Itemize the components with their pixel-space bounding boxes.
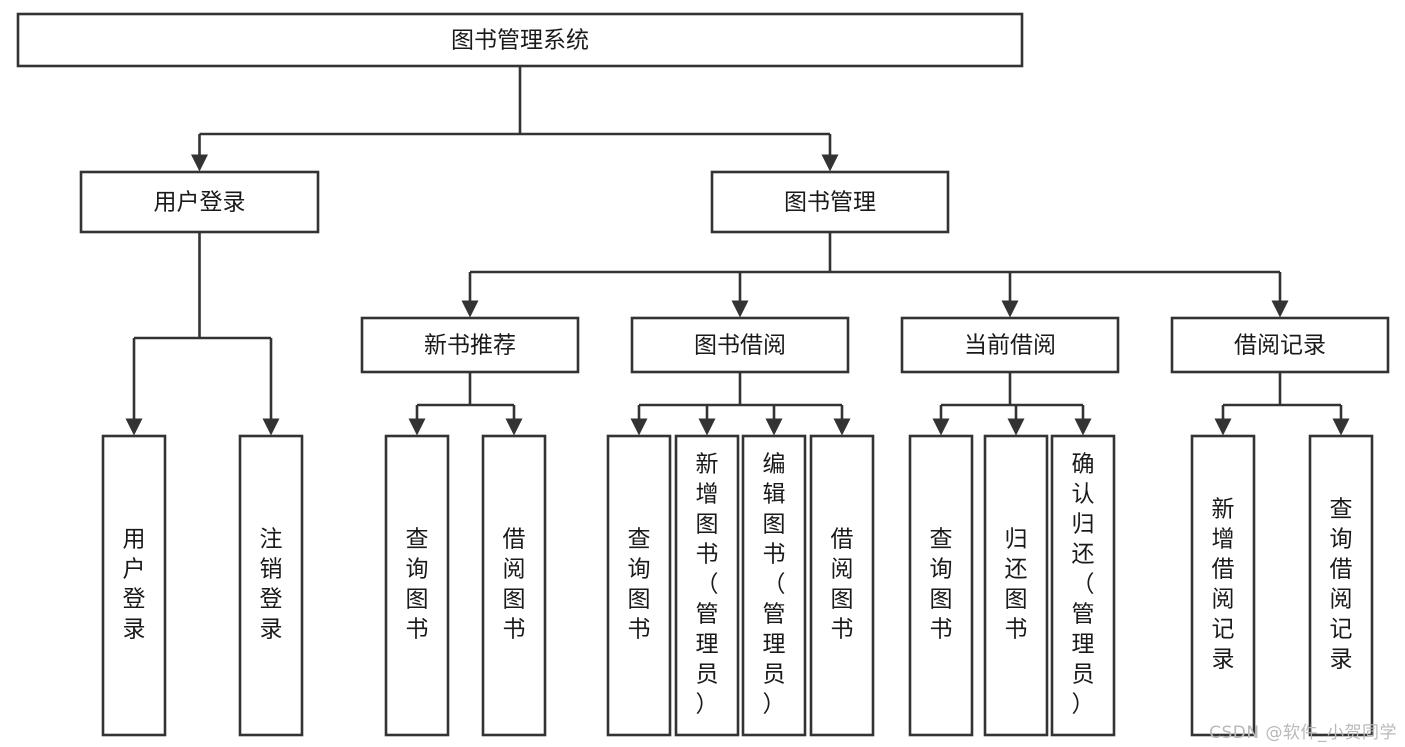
node-box-root[interactable] [16, 12, 1024, 68]
node-box-leaf-edit-book[interactable] [741, 434, 807, 737]
node-label-leaf-return-book: 归还图书 [1005, 527, 1028, 643]
arrow-down-icon [408, 418, 426, 436]
node-label-leaf-confirm-return: 确认归还（管理员） [1072, 452, 1095, 718]
node-box-leaf-user-logout[interactable] [238, 434, 304, 737]
arrow-down-icon [932, 418, 950, 436]
arrow-down-icon [1007, 418, 1025, 436]
node-box-leaf-query-book-3[interactable] [908, 434, 974, 737]
arrow-down-icon [1214, 418, 1232, 436]
node-box-book-manage[interactable] [710, 170, 950, 234]
node-box-leaf-add-record[interactable] [1190, 434, 1256, 737]
node-label-book-borrow: 图书借阅 [694, 333, 786, 359]
arrow-down-icon [698, 418, 716, 436]
node-label-current-borrow: 当前借阅 [964, 333, 1056, 359]
node-label-leaf-add-book: 新增图书（管理员） [696, 452, 719, 718]
node-label-leaf-user-login: 用户登录 [123, 527, 146, 643]
arrow-down-icon [833, 418, 851, 436]
node-box-leaf-user-login[interactable] [101, 434, 167, 737]
arrow-down-icon [505, 418, 523, 436]
node-label-leaf-query-book-3: 查询图书 [930, 527, 953, 643]
node-box-leaf-query-book-1[interactable] [384, 434, 450, 737]
node-box-leaf-borrow-book-1[interactable] [481, 434, 547, 737]
node-box-book-borrow[interactable] [630, 316, 850, 374]
arrow-down-icon [1074, 418, 1092, 436]
arrow-down-icon [765, 418, 783, 436]
nodes-layer: 图书管理系统用户登录图书管理新书推荐图书借阅当前借阅借阅记录用户登录注销登录查询… [16, 12, 1390, 737]
node-box-leaf-add-book[interactable] [674, 434, 740, 737]
arrow-down-icon [630, 418, 648, 436]
arrow-down-icon [461, 300, 479, 318]
node-label-leaf-borrow-book-2: 借阅图书 [831, 527, 854, 643]
node-label-leaf-query-record: 查询借阅记录 [1330, 497, 1353, 673]
node-box-leaf-return-book[interactable] [983, 434, 1049, 737]
arrow-down-icon [821, 154, 839, 172]
arrow-down-icon [125, 418, 143, 436]
node-box-leaf-query-record[interactable] [1308, 434, 1374, 737]
arrow-down-icon [191, 154, 208, 172]
arrow-down-icon [731, 300, 749, 318]
node-box-user-login[interactable] [79, 170, 320, 234]
node-box-borrow-record[interactable] [1170, 316, 1390, 374]
node-label-book-manage: 图书管理 [784, 190, 876, 216]
arrow-down-icon [1001, 300, 1019, 318]
node-box-leaf-query-book-2[interactable] [606, 434, 672, 737]
node-box-leaf-borrow-book-2[interactable] [809, 434, 875, 737]
arrow-down-icon [262, 418, 280, 436]
node-label-leaf-user-logout: 注销登录 [260, 527, 283, 643]
node-box-leaf-confirm-return[interactable] [1050, 434, 1116, 737]
node-label-leaf-query-book-1: 查询图书 [406, 527, 429, 643]
node-label-leaf-edit-book: 编辑图书（管理员） [763, 452, 786, 718]
node-label-user-login: 用户登录 [154, 190, 246, 216]
arrow-down-icon [1271, 300, 1289, 318]
node-label-borrow-record: 借阅记录 [1234, 333, 1326, 359]
node-label-new-book-recommend: 新书推荐 [424, 333, 516, 359]
node-label-leaf-add-record: 新增借阅记录 [1212, 497, 1235, 673]
node-label-root: 图书管理系统 [451, 28, 589, 54]
connectors-layer [125, 66, 1350, 436]
arrow-down-icon [1332, 418, 1350, 436]
csdn-watermark: CSDN @软件_小贺同学 [1209, 723, 1397, 743]
node-box-current-borrow[interactable] [900, 316, 1120, 374]
node-box-new-book-recommend[interactable] [360, 316, 580, 374]
node-label-leaf-borrow-book-1: 借阅图书 [503, 527, 526, 643]
node-label-leaf-query-book-2: 查询图书 [628, 527, 651, 643]
